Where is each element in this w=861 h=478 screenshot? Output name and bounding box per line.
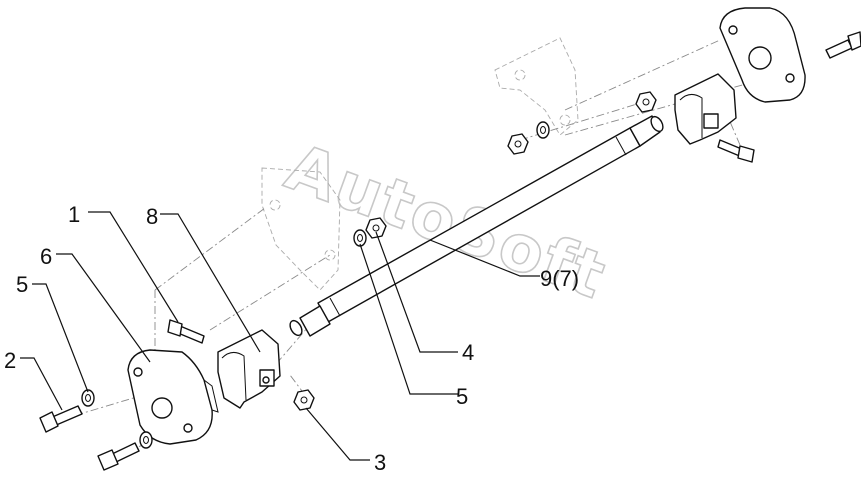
callout-8: 8 <box>146 204 158 229</box>
right-bolt-lower <box>717 139 755 163</box>
callout-9-7: 9(7) <box>540 266 579 291</box>
washer-5-left <box>81 389 95 407</box>
washer-right <box>536 121 550 139</box>
right-bolt-top <box>825 31 861 59</box>
right-clamp-block <box>674 73 737 145</box>
right-flange-plate <box>719 7 806 103</box>
washer-5-center <box>353 229 367 247</box>
left-bolt-lower <box>97 442 140 471</box>
callout-1: 1 <box>68 202 80 227</box>
ghost-bracket-left <box>261 167 341 291</box>
ghost-bracket-right <box>494 37 579 136</box>
callout-5-left: 5 <box>16 272 28 297</box>
bolt-1 <box>167 319 205 344</box>
left-flange-plate <box>127 349 219 445</box>
left-bolt-upper <box>39 405 83 433</box>
nut-right-a <box>507 133 529 155</box>
callout-labels: 1 8 6 5 2 9(7) 4 5 3 <box>4 202 579 475</box>
callout-6: 6 <box>40 244 52 269</box>
main-shaft <box>289 115 664 337</box>
callout-2: 2 <box>4 348 16 373</box>
callout-4: 4 <box>462 340 474 365</box>
nut-3-lower <box>293 389 315 411</box>
nut-4-center <box>365 217 387 239</box>
nut-right-b <box>635 91 657 113</box>
callout-5-center: 5 <box>456 384 468 409</box>
callout-3: 3 <box>374 450 386 475</box>
washer-5-lower <box>139 431 153 449</box>
leader-lines <box>20 211 540 461</box>
left-clamp-block <box>217 329 281 409</box>
